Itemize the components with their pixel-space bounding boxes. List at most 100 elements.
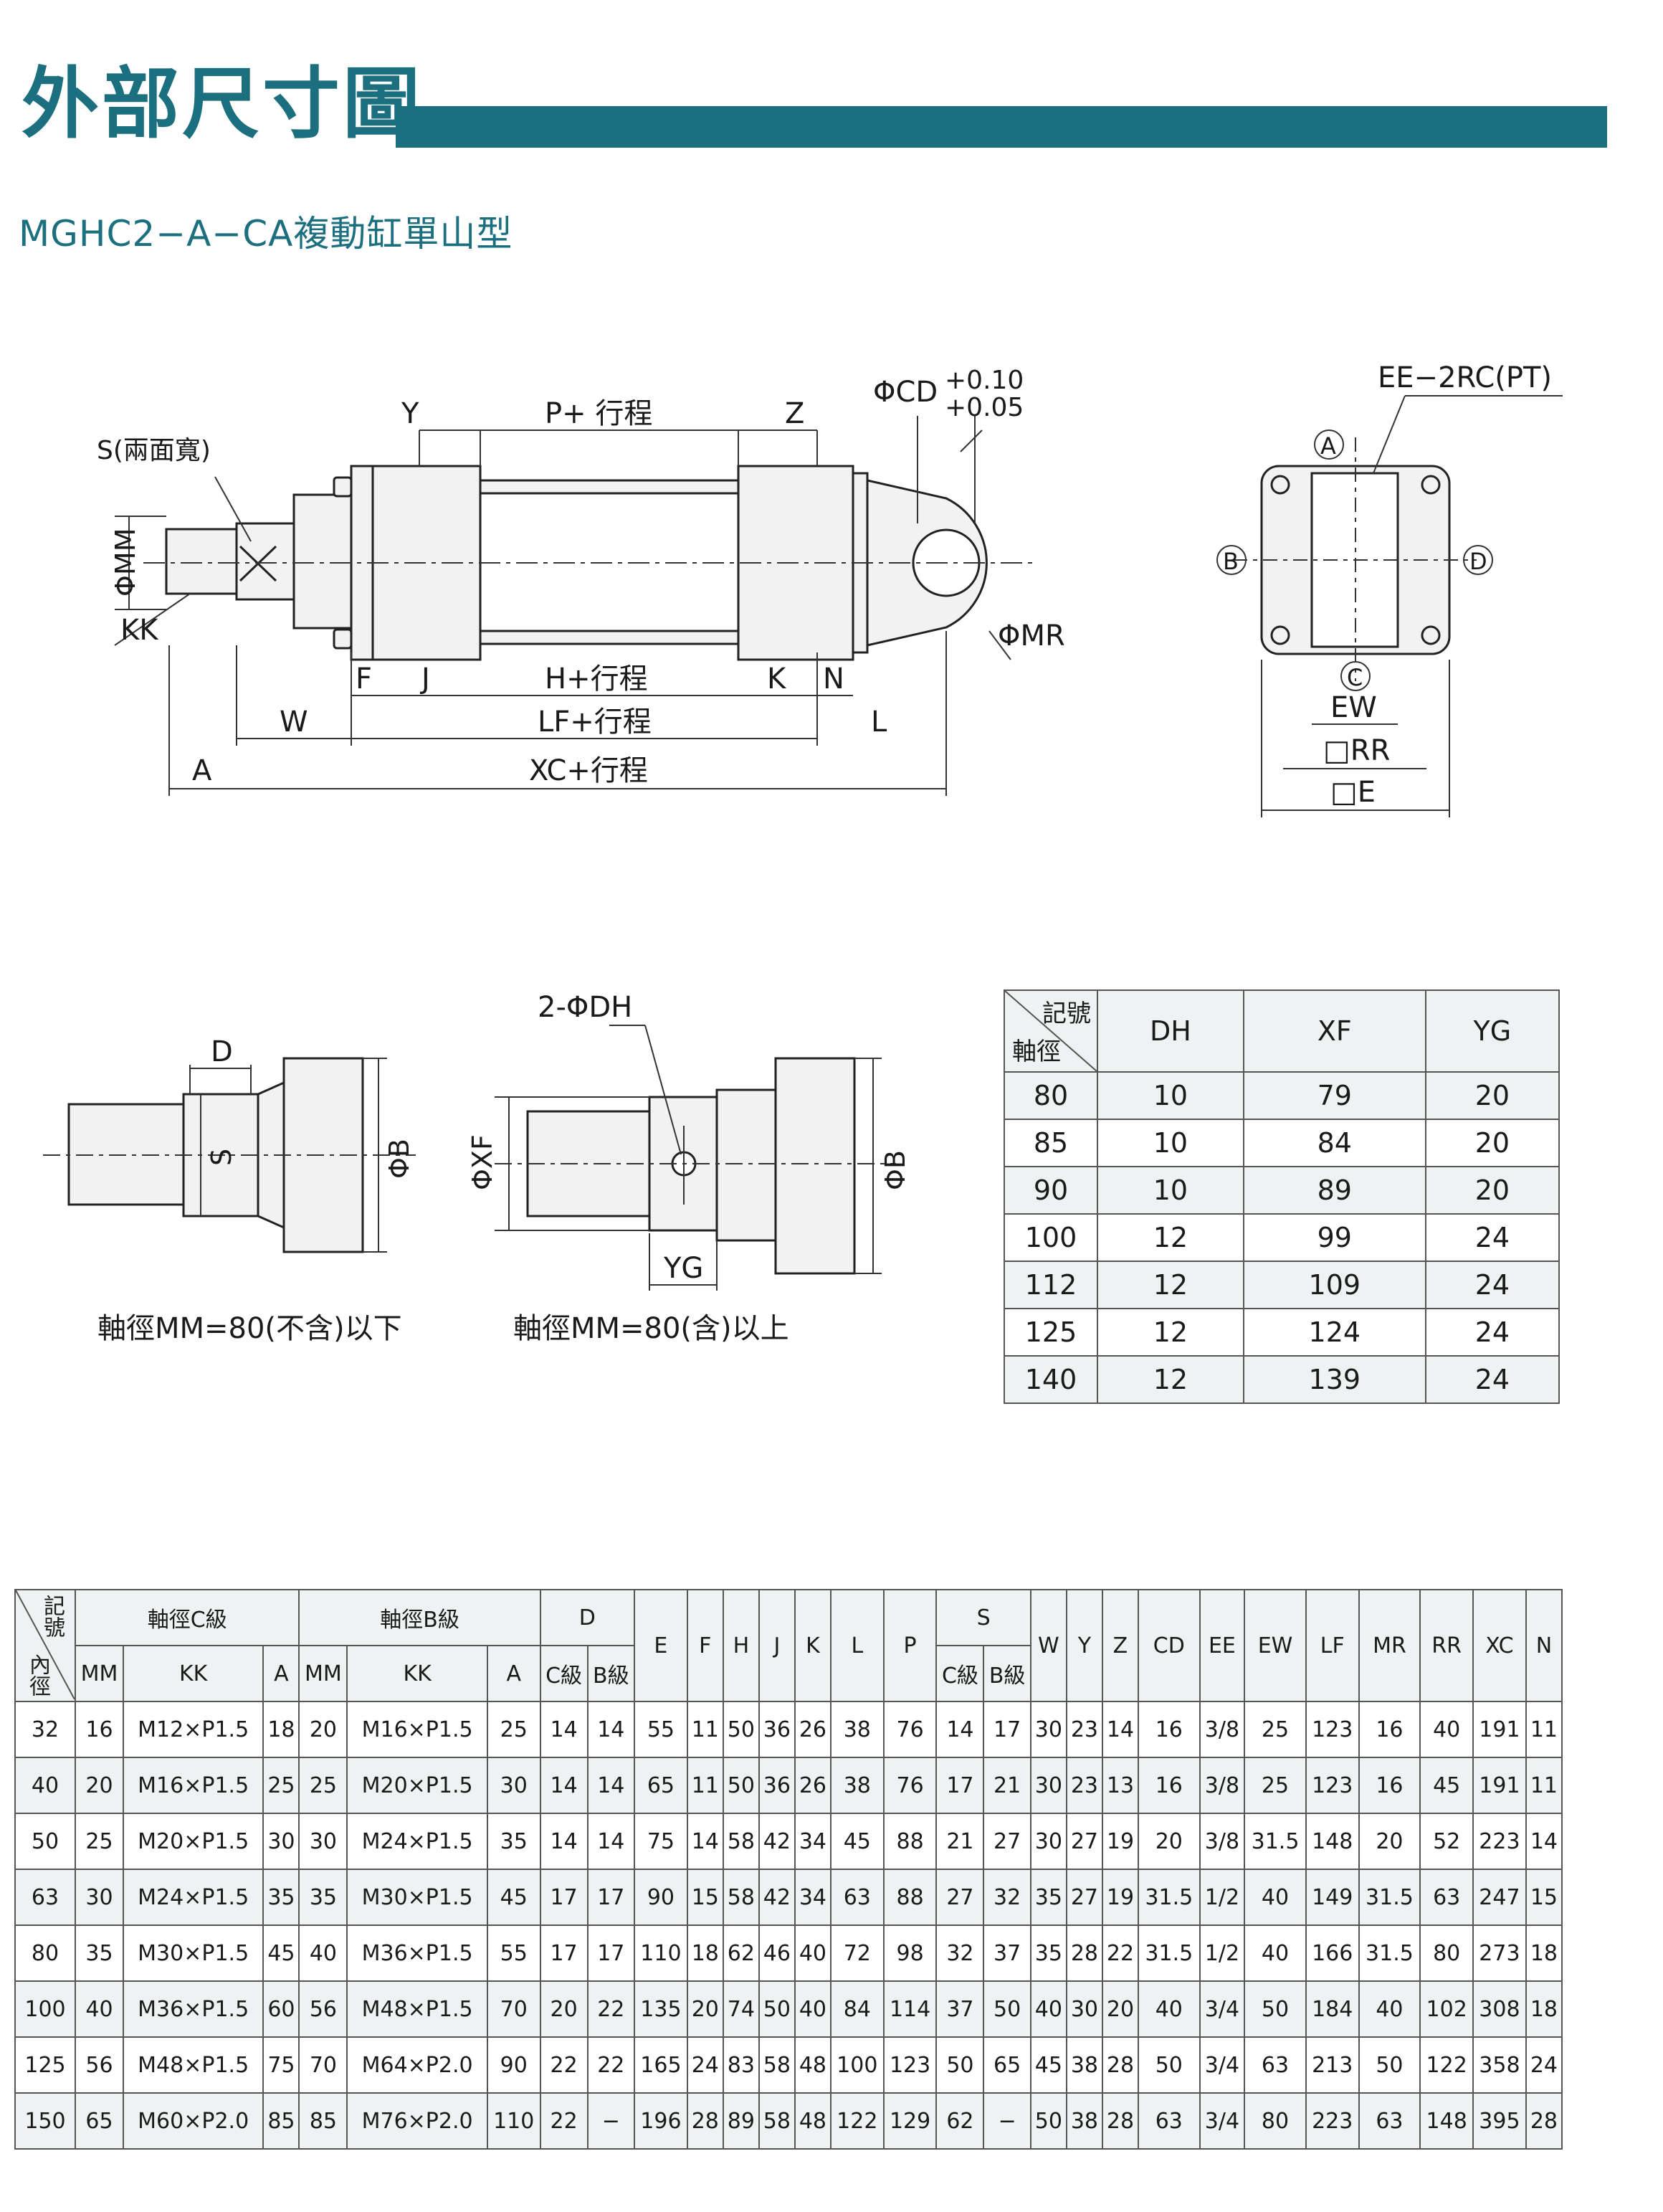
table-cell: 149 bbox=[1305, 1869, 1360, 1926]
table-cell: 40 bbox=[1244, 1924, 1307, 1982]
table-cell: 14 bbox=[539, 1813, 589, 1870]
table-cell: 395 bbox=[1472, 2092, 1527, 2150]
table-cell: 247 bbox=[1472, 1869, 1527, 1926]
dim-xc: XC+行程 bbox=[529, 754, 648, 787]
subheader-kk-b: KK bbox=[346, 1645, 488, 1702]
table-corner: 記號 內徑 bbox=[14, 1589, 76, 1702]
table-cell: 80 bbox=[1419, 1924, 1474, 1982]
table-cell: 1/2 bbox=[1199, 1924, 1246, 1982]
table-cell: 74 bbox=[722, 1980, 760, 2038]
table-cell: 139 bbox=[1242, 1355, 1426, 1404]
table-cell: 22 bbox=[586, 1980, 636, 2038]
header-w: W bbox=[1029, 1589, 1067, 1702]
table-cell: 14 bbox=[539, 1757, 589, 1814]
subheader-s-c: C級 bbox=[935, 1645, 985, 1702]
header-n: N bbox=[1525, 1589, 1563, 1702]
table-cell: 50 bbox=[935, 2036, 985, 2094]
table-cell: 40 bbox=[1244, 1869, 1307, 1926]
table-cell: 17 bbox=[935, 1757, 985, 1814]
table-cell: M24×P1.5 bbox=[346, 1813, 488, 1870]
table-cell: 55 bbox=[486, 1924, 541, 1982]
table-cell: 30 bbox=[75, 1869, 124, 1926]
table-cell: 76 bbox=[882, 1701, 938, 1758]
table-cell: 140 bbox=[1004, 1355, 1098, 1404]
table-cell: 123 bbox=[1305, 1757, 1360, 1814]
table-cell: 31.5 bbox=[1244, 1813, 1307, 1870]
dim-z: Z bbox=[785, 397, 804, 430]
table-cell: 40 bbox=[14, 1757, 76, 1814]
table-cell: 37 bbox=[983, 1924, 1031, 1982]
table-cell: 148 bbox=[1419, 2092, 1474, 2150]
table-cell: M64×P2.0 bbox=[346, 2036, 488, 2094]
table-cell: 223 bbox=[1305, 2092, 1360, 2150]
table-cell: 14 bbox=[539, 1701, 589, 1758]
table-cell: 88 bbox=[882, 1869, 938, 1926]
table-cell: 110 bbox=[486, 2092, 541, 2150]
table-cell: 50 bbox=[758, 1980, 796, 2038]
header-e: E bbox=[634, 1589, 688, 1702]
table-cell: 3/8 bbox=[1199, 1701, 1246, 1758]
table-cell: 28 bbox=[686, 2092, 724, 2150]
table-cell: 100 bbox=[829, 2036, 885, 2094]
table-cell: 122 bbox=[829, 2092, 885, 2150]
dim-h: H+行程 bbox=[545, 663, 648, 696]
table-cell: 18 bbox=[262, 1701, 300, 1758]
header-xf: XF bbox=[1242, 989, 1426, 1073]
table-cell: 38 bbox=[829, 1757, 885, 1814]
port-d-label: D bbox=[1469, 548, 1487, 575]
table-cell: 48 bbox=[794, 2036, 832, 2094]
table-cell: 80 bbox=[14, 1924, 76, 1982]
table-cell: 50 bbox=[1029, 2092, 1067, 2150]
table-cell: 17 bbox=[539, 1869, 589, 1926]
corner-bottom-label: 軸徑 bbox=[1012, 1038, 1061, 1066]
table-cell: 273 bbox=[1472, 1924, 1527, 1982]
table-cell: 16 bbox=[1137, 1757, 1201, 1814]
table-cell: 63 bbox=[1137, 2092, 1201, 2150]
table-cell: 109 bbox=[1242, 1261, 1426, 1309]
table-cell: 20 bbox=[1424, 1166, 1560, 1215]
table-cell: 46 bbox=[758, 1924, 796, 1982]
table-cell: M16×P1.5 bbox=[122, 1757, 265, 1814]
table-cell: 63 bbox=[1244, 2036, 1307, 2094]
table-cell: M76×P2.0 bbox=[346, 2092, 488, 2150]
table-cell: 85 bbox=[1004, 1119, 1098, 1167]
table-cell: 20 bbox=[1101, 1980, 1139, 2038]
table-cell: 63 bbox=[1358, 2092, 1421, 2150]
table-cell: 24 bbox=[1424, 1261, 1560, 1309]
table-cell: 40 bbox=[794, 1924, 832, 1982]
table-cell: 31.5 bbox=[1358, 1924, 1421, 1982]
table-cell: 20 bbox=[1424, 1119, 1560, 1167]
table-cell: 32 bbox=[14, 1701, 76, 1758]
table-cell: 35 bbox=[1029, 1869, 1067, 1926]
table-cell: 1/2 bbox=[1199, 1869, 1246, 1926]
dim-j: J bbox=[419, 663, 430, 696]
table-cell: 30 bbox=[262, 1813, 300, 1870]
table-cell: 24 bbox=[1424, 1355, 1560, 1404]
table-cell: 20 bbox=[1424, 1071, 1560, 1120]
table-cell: 20 bbox=[539, 1980, 589, 2038]
table-cell: 11 bbox=[686, 1701, 724, 1758]
table-cell: 90 bbox=[486, 2036, 541, 2094]
table-cell: 26 bbox=[794, 1757, 832, 1814]
table-cell: 45 bbox=[1419, 1757, 1474, 1814]
dim-n: N bbox=[823, 663, 844, 696]
table-cell: M30×P1.5 bbox=[122, 1924, 265, 1982]
table-cell: 14 bbox=[1525, 1813, 1563, 1870]
dim-s-detail: S bbox=[206, 1149, 237, 1166]
table-cell: 24 bbox=[686, 2036, 724, 2094]
header-mr: MR bbox=[1358, 1589, 1421, 1702]
table-cell: 42 bbox=[758, 1869, 796, 1926]
header-z: Z bbox=[1101, 1589, 1139, 1702]
table-cell: 22 bbox=[539, 2036, 589, 2094]
table-cell: 30 bbox=[1065, 1980, 1103, 2038]
table-cell: 100 bbox=[1004, 1213, 1098, 1262]
rod-flange-large bbox=[774, 1057, 856, 1275]
dim-b-small: ΦB bbox=[383, 1139, 415, 1179]
table-cell: M60×P2.0 bbox=[122, 2092, 265, 2150]
